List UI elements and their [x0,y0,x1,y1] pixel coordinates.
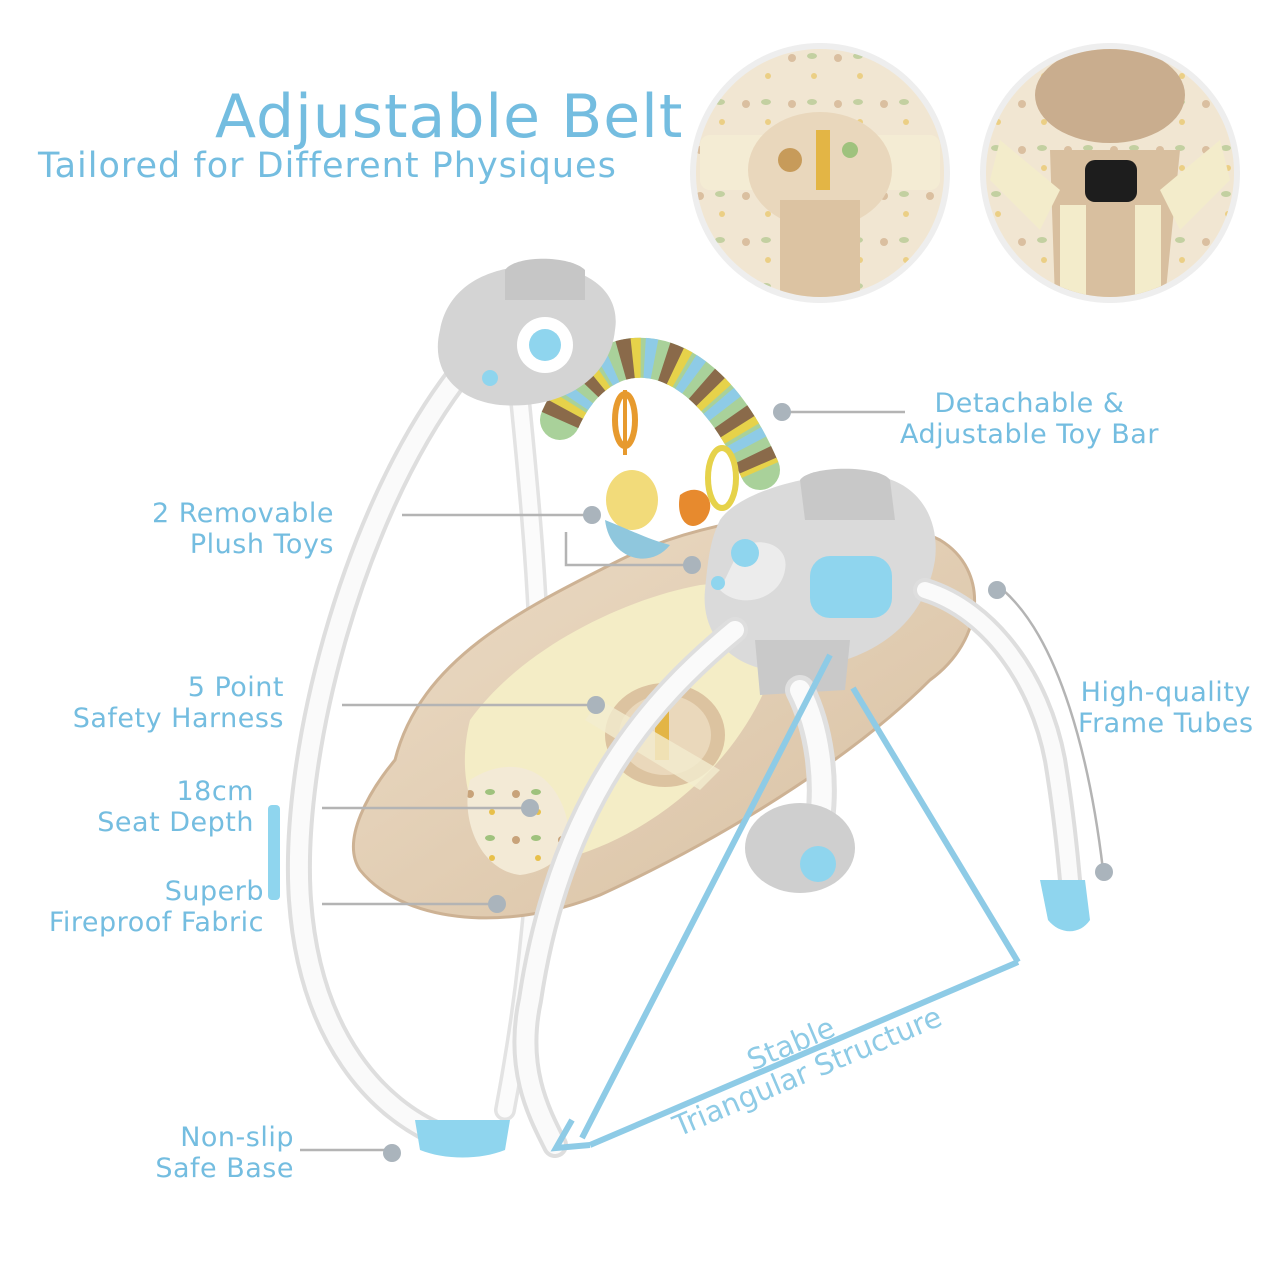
label-plush-toys-line1: 2 Removable [151,498,334,529]
foot-right [1040,880,1090,932]
label-frame-tubes-line2: Frame Tubes [1078,708,1254,739]
detail-harness-pad-photo [690,43,950,303]
label-plush-toys: 2 Removable Plush Toys [152,498,334,560]
label-plush-toys-line2: Plush Toys [189,529,334,560]
label-frame-tubes: High-quality Frame Tubes [1078,677,1254,739]
label-toy-bar-line2: Adjustable Toy Bar [900,419,1159,450]
callout-lines [300,410,1105,1152]
right-housing [704,468,936,695]
foot-left [415,1120,510,1158]
label-toy-bar: Detachable & Adjustable Toy Bar [900,388,1159,450]
label-frame-tubes-line1: High-quality [1080,677,1251,708]
page-title: Adjustable Belt [215,82,684,152]
label-seat-depth: 18cm Seat Depth [97,776,254,838]
label-fabric-line1: Superb [164,876,264,907]
label-fabric: Superb Fireproof Fabric [49,876,264,938]
label-harness-line1: 5 Point [187,672,284,703]
label-harness: 5 Point Safety Harness [73,672,284,734]
label-toy-bar-line1: Detachable & [934,388,1125,419]
label-fabric-line2: Fireproof Fabric [48,907,264,938]
detail-buckle-photo [980,43,1240,303]
left-housing [437,258,616,406]
label-harness-line2: Safety Harness [72,703,284,734]
label-seat-depth-line2: Seat Depth [97,807,254,838]
label-base-line2: Safe Base [155,1153,294,1184]
triangle-structure-lines [550,653,1021,1152]
callout-dots [383,403,1113,1162]
label-seat-depth-line1: 18cm [176,776,254,807]
page-subtitle: Tailored for Different Physiques [38,146,617,186]
toy-bar [540,337,780,559]
label-base: Non-slip Safe Base [155,1122,294,1184]
label-base-line1: Non-slip [180,1122,294,1153]
